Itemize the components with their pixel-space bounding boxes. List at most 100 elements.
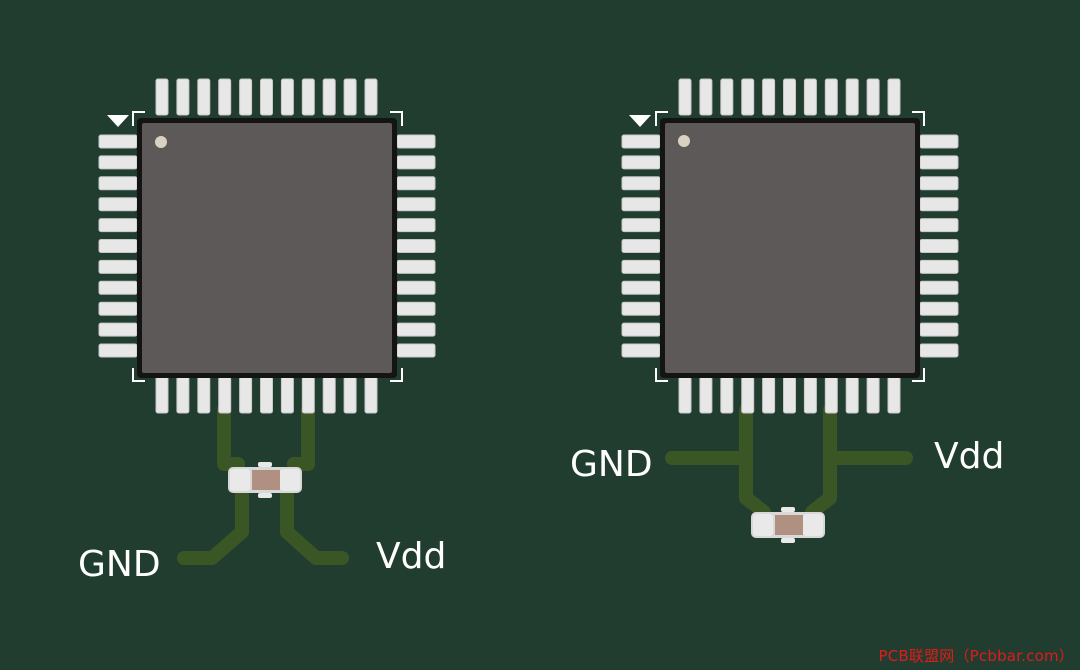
left-pad-bottom <box>364 376 378 414</box>
left-pad-bottom <box>343 376 357 414</box>
right-pad-top <box>783 78 796 116</box>
right-capacitor <box>751 507 825 543</box>
right-pad-left <box>621 197 661 212</box>
left-pad-right <box>396 176 436 191</box>
layout-right: GND Vdd <box>570 78 1004 543</box>
left-pad-top <box>155 78 169 116</box>
left-pad-left <box>98 239 138 253</box>
right-pad-left <box>621 176 661 191</box>
right-pad-left <box>621 259 661 274</box>
left-pad-left <box>98 322 138 337</box>
right-vdd-label: Vdd <box>934 436 1004 477</box>
left-pad-bottom <box>239 376 253 414</box>
right-trace-vdd <box>805 451 913 519</box>
right-pin1-dot <box>678 135 690 147</box>
right-pad-top <box>762 78 776 116</box>
right-pad-right <box>919 176 959 191</box>
right-pad-right <box>919 155 959 170</box>
left-pad-bottom <box>301 376 315 414</box>
right-ic-pads <box>621 78 959 414</box>
right-pad-top <box>678 78 692 116</box>
left-pad-left <box>98 280 138 295</box>
left-pad-left <box>98 343 138 358</box>
right-pad-top <box>866 78 880 116</box>
left-pad-top <box>239 78 253 116</box>
left-pad-bottom <box>260 376 273 414</box>
left-capacitor <box>228 462 302 498</box>
left-pad-bottom <box>280 376 294 414</box>
left-pad-bottom <box>218 376 232 414</box>
right-pad-bottom <box>824 376 838 414</box>
left-pad-right <box>396 197 436 212</box>
left-silkscreen <box>132 111 403 382</box>
right-pad-top <box>741 78 755 116</box>
left-pad-right <box>396 322 436 337</box>
right-ic-body-top <box>665 123 915 373</box>
right-pad-right <box>919 134 959 149</box>
left-pad-top <box>218 78 232 116</box>
right-pad-bottom <box>699 376 713 414</box>
left-pad-right <box>396 280 436 295</box>
left-pad-left <box>98 259 138 274</box>
right-pad-top <box>699 78 713 116</box>
left-pad-left <box>98 134 138 149</box>
left-trace-gnd-pin <box>217 403 245 471</box>
right-pad-right <box>919 218 959 233</box>
right-pad-top <box>845 78 859 116</box>
right-pad-left <box>621 155 661 170</box>
right-pad-left <box>621 280 661 295</box>
left-pad-right <box>396 155 436 170</box>
right-silkscreen <box>655 111 925 382</box>
right-pad-top <box>824 78 838 116</box>
left-pad-top <box>260 78 273 116</box>
right-pad-right <box>919 259 959 274</box>
right-trace-gnd <box>665 451 771 519</box>
left-pad-top <box>280 78 294 116</box>
left-pad-top <box>364 78 378 116</box>
right-pad-bottom <box>741 376 755 414</box>
right-pad-top <box>720 78 734 116</box>
right-pin1-marker <box>629 115 651 127</box>
left-pad-left <box>98 301 138 316</box>
left-trace-vdd-pin <box>287 403 315 471</box>
left-traces <box>177 403 349 565</box>
left-pad-right <box>396 134 436 149</box>
left-pad-bottom <box>197 376 211 414</box>
right-pad-bottom <box>866 376 880 414</box>
left-pad-right <box>396 301 436 316</box>
left-vdd-label: Vdd <box>376 536 446 577</box>
left-trace-gnd <box>177 483 249 565</box>
left-pad-bottom <box>176 376 190 414</box>
right-pad-bottom <box>720 376 734 414</box>
right-pad-bottom <box>887 376 901 414</box>
right-pad-right <box>919 280 959 295</box>
right-pad-right <box>919 343 959 358</box>
right-traces <box>665 403 913 519</box>
right-pad-right <box>919 301 959 316</box>
left-pad-left <box>98 176 138 191</box>
right-pad-bottom <box>845 376 859 414</box>
right-pad-bottom <box>762 376 776 414</box>
left-pad-left <box>98 197 138 212</box>
left-pad-top <box>197 78 211 116</box>
left-pad-top <box>301 78 315 116</box>
right-pad-left <box>621 134 661 149</box>
right-pad-top <box>887 78 901 116</box>
left-pad-bottom <box>155 376 169 414</box>
watermark: PCB联盟网（Pcbbar.com） <box>878 647 1074 665</box>
left-pad-right <box>396 218 436 233</box>
left-pad-right <box>396 239 436 253</box>
left-pad-top <box>343 78 357 116</box>
left-trace-vdd <box>280 483 349 565</box>
right-pad-bottom <box>783 376 796 414</box>
layout-left: GND Vdd <box>78 78 446 585</box>
left-ic-body-top <box>142 123 392 373</box>
left-gnd-label: GND <box>78 544 161 585</box>
right-pad-right <box>919 197 959 212</box>
right-pad-right <box>919 322 959 337</box>
left-pin1-marker <box>107 115 129 127</box>
right-pad-left <box>621 343 661 358</box>
right-pad-left <box>621 322 661 337</box>
left-pad-top <box>176 78 190 116</box>
